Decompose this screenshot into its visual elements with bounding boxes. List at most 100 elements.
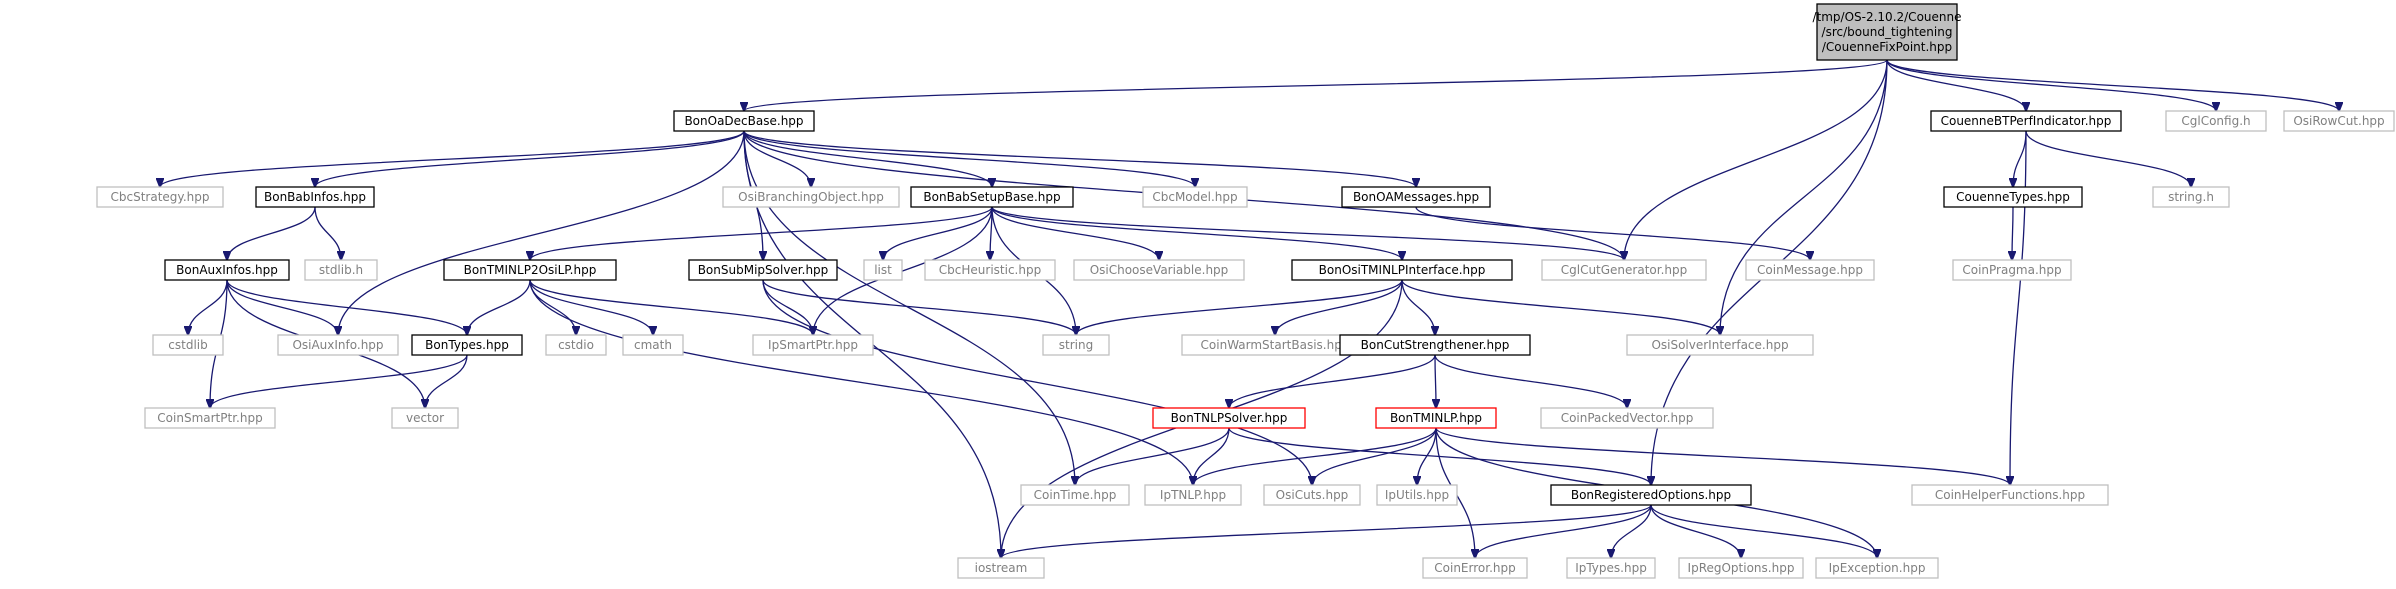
edge-root-to-OsiRowCut <box>1886 59 2339 111</box>
edge-root-to-CglConfig <box>1886 59 2216 111</box>
node-OsiAuxInfo: OsiAuxInfo.hpp <box>277 334 399 356</box>
edge-BonAuxInfos-to-OsiAuxInfo <box>226 279 338 335</box>
node-BonTNLPSolver[interactable]: BonTNLPSolver.hpp <box>1152 407 1306 429</box>
node-BonBabSetupBase[interactable]: BonBabSetupBase.hpp <box>910 186 1074 208</box>
node-label-CoinPragma: CoinPragma.hpp <box>1962 263 2061 277</box>
node-BonTypes[interactable]: BonTypes.hpp <box>411 334 523 356</box>
node-label-CoinTime: CoinTime.hpp <box>1034 488 1117 502</box>
edge-BonOsiTMINLPInterface-to-CoinWarmStartBasis <box>1275 279 1403 335</box>
node-BonAuxInfos[interactable]: BonAuxInfos.hpp <box>164 259 290 281</box>
node-box-CoinSmartPtr <box>144 407 276 429</box>
node-label-BonBabInfos: BonBabInfos.hpp <box>264 190 366 204</box>
edge-BonRegisteredOptions-to-iostream <box>1001 504 1652 558</box>
edge-BonBabSetupBase-to-CglCutGenerator <box>991 206 1624 260</box>
node-box-BonCutStrengthener <box>1339 334 1531 356</box>
node-label-stdlibh: stdlib.h <box>319 263 363 277</box>
node-box-CoinTime <box>1020 484 1130 506</box>
node-box-root <box>1816 3 1958 61</box>
node-CouenneBTPerfIndicator[interactable]: CouenneBTPerfIndicator.hpp <box>1930 110 2122 132</box>
node-box-CoinPragma <box>1952 259 2072 281</box>
dependency-nodes: /tmp/OS-2.10.2/Couenne/src/bound_tighten… <box>96 3 2395 579</box>
node-box-BonBabSetupBase <box>910 186 1074 208</box>
dependency-edges <box>160 59 2339 558</box>
node-IpSmartPtr: IpSmartPtr.hpp <box>752 334 874 356</box>
node-IpException: IpException.hpp <box>1815 557 1939 579</box>
edge-BonBabSetupBase-to-OsiChooseVariable <box>991 206 1159 260</box>
node-cstdlib: cstdlib <box>152 334 224 356</box>
node-label-BonBabSetupBase: BonBabSetupBase.hpp <box>923 190 1060 204</box>
edge-CouenneBTPerfIndicator-to-stringh <box>2025 130 2191 187</box>
edge-BonOaDecBase-to-BonBabSetupBase <box>743 130 992 187</box>
node-box-iostream <box>957 557 1045 579</box>
node-box-CouenneBTPerfIndicator <box>1930 110 2122 132</box>
node-BonOaDecBase[interactable]: BonOaDecBase.hpp <box>673 110 815 132</box>
node-CoinPackedVector: CoinPackedVector.hpp <box>1540 407 1714 429</box>
edge-BonOaDecBase-to-BonBabInfos <box>315 130 745 187</box>
node-root[interactable]: /tmp/OS-2.10.2/Couenne/src/bound_tighten… <box>1812 3 1962 61</box>
node-BonOAMessages[interactable]: BonOAMessages.hpp <box>1341 186 1491 208</box>
node-label-CoinHelperFunctions: CoinHelperFunctions.hpp <box>1935 488 2085 502</box>
edge-BonBabSetupBase-to-BonTMINLP2OsiLP <box>530 206 993 260</box>
node-box-BonSubMipSolver <box>688 259 838 281</box>
node-BonOsiTMINLPInterface[interactable]: BonOsiTMINLPInterface.hpp <box>1291 259 1513 281</box>
node-box-IpException <box>1815 557 1939 579</box>
node-stdlibh: stdlib.h <box>304 259 378 281</box>
node-BonTMINLP[interactable]: BonTMINLP.hpp <box>1375 407 1497 429</box>
node-BonBabInfos[interactable]: BonBabInfos.hpp <box>255 186 375 208</box>
node-CglCutGenerator: CglCutGenerator.hpp <box>1541 259 1707 281</box>
node-label-CoinSmartPtr: CoinSmartPtr.hpp <box>157 411 262 425</box>
node-box-OsiRowCut <box>2283 110 2395 132</box>
edge-BonOaDecBase-to-BonOAMessages <box>743 130 1416 187</box>
node-CouenneTypes[interactable]: CouenneTypes.hpp <box>1943 186 2083 208</box>
edge-BonTypes-to-CoinSmartPtr <box>210 354 468 408</box>
edge-CouenneBTPerfIndicator-to-CoinHelperFunctions <box>2010 130 2027 485</box>
edge-BonTypes-to-vector <box>425 354 468 408</box>
edge-BonTMINLP2OsiLP-to-cstdio <box>529 279 576 335</box>
edge-BonSubMipSolver-to-OsiCuts <box>762 279 1312 485</box>
node-label-OsiChooseVariable: OsiChooseVariable.hpp <box>1090 263 1229 277</box>
node-box-string <box>1042 334 1110 356</box>
edge-BonAuxInfos-to-cstdlib <box>188 279 228 335</box>
node-box-BonBabInfos <box>255 186 375 208</box>
node-box-CglCutGenerator <box>1541 259 1707 281</box>
node-CbcHeuristic: CbcHeuristic.hpp <box>924 259 1056 281</box>
node-label-stringh: string.h <box>2168 190 2214 204</box>
node-BonTMINLP2OsiLP[interactable]: BonTMINLP2OsiLP.hpp <box>443 259 617 281</box>
node-box-list <box>863 259 903 281</box>
node-BonSubMipSolver[interactable]: BonSubMipSolver.hpp <box>688 259 838 281</box>
edge-BonCutStrengthener-to-BonTNLPSolver <box>1229 354 1436 408</box>
node-CoinError: CoinError.hpp <box>1422 557 1528 579</box>
node-box-OsiChooseVariable <box>1073 259 1245 281</box>
node-box-BonTypes <box>411 334 523 356</box>
node-IpTypes: IpTypes.hpp <box>1566 557 1656 579</box>
node-vector: vector <box>391 407 459 429</box>
edge-BonTMINLP-to-IpUtils <box>1417 427 1437 485</box>
node-BonRegisteredOptions[interactable]: BonRegisteredOptions.hpp <box>1550 484 1752 506</box>
node-box-IpUtils <box>1376 484 1458 506</box>
node-OsiSolverInterface: OsiSolverInterface.hpp <box>1626 334 1814 356</box>
node-label-CoinWarmStartBasis: CoinWarmStartBasis.hpp <box>1201 338 1350 352</box>
node-label-BonCutStrengthener: BonCutStrengthener.hpp <box>1361 338 1510 352</box>
node-box-CbcHeuristic <box>924 259 1056 281</box>
node-OsiRowCut: OsiRowCut.hpp <box>2283 110 2395 132</box>
node-box-CoinError <box>1422 557 1528 579</box>
edge-root-to-OsiSolverInterface <box>1720 59 1888 335</box>
node-label-BonTNLPSolver: BonTNLPSolver.hpp <box>1171 411 1288 425</box>
node-label-BonTMINLP: BonTMINLP.hpp <box>1390 411 1482 425</box>
edge-BonOaDecBase-to-CoinTime <box>743 130 1075 485</box>
node-IpTNLP: IpTNLP.hpp <box>1144 484 1242 506</box>
edge-BonRegisteredOptions-to-IpRegOptions <box>1650 504 1741 558</box>
node-box-IpRegOptions <box>1678 557 1804 579</box>
node-label-cstdio: cstdio <box>558 338 594 352</box>
edge-CouenneBTPerfIndicator-to-CouenneTypes <box>2013 130 2027 187</box>
node-label-CglConfig: CglConfig.h <box>2181 114 2250 128</box>
node-label-CglCutGenerator: CglCutGenerator.hpp <box>1561 263 1688 277</box>
node-label-root: /tmp/OS-2.10.2/Couenne <box>1812 10 1961 24</box>
edge-root-to-CglCutGenerator <box>1624 59 1888 260</box>
edge-BonBabInfos-to-stdlibh <box>314 206 341 260</box>
node-label-CouenneTypes: CouenneTypes.hpp <box>1956 190 2070 204</box>
edge-BonSubMipSolver-to-string <box>762 279 1076 335</box>
node-BonCutStrengthener[interactable]: BonCutStrengthener.hpp <box>1339 334 1531 356</box>
node-label-IpTNLP: IpTNLP.hpp <box>1160 488 1226 502</box>
node-label-BonOAMessages: BonOAMessages.hpp <box>1353 190 1479 204</box>
